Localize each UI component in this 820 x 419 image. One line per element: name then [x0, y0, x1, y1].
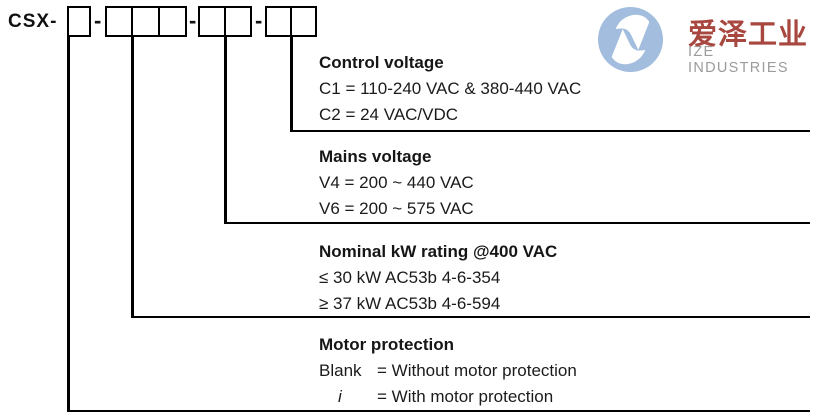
option-line: Blank = Without motor protection	[319, 358, 814, 384]
option-line: C2 = 24 VAC/VDC	[319, 105, 459, 124]
option-code: Blank	[319, 361, 362, 380]
section-title: Motor protection	[319, 335, 455, 354]
code-box-group-mains-voltage	[198, 6, 253, 37]
option-line: V6 = 200 ~ 575 VAC	[319, 199, 474, 218]
code-box-group-control-voltage	[265, 6, 318, 37]
logo-latin-text: IZE INDUSTRIES	[688, 44, 789, 76]
section-mains-voltage: Mains voltage V4 = 200 ~ 440 VAC V6 = 20…	[319, 144, 814, 222]
section-motor-protection: Motor protection Blank = Without motor pr…	[319, 332, 814, 410]
code-box	[157, 6, 187, 37]
connector-control-voltage	[290, 36, 293, 131]
ize-logo-icon	[598, 7, 663, 72]
code-box	[67, 6, 91, 37]
option-desc: = Without motor protection	[377, 361, 577, 380]
code-separator: -	[94, 8, 102, 33]
rule-mains-voltage	[224, 221, 810, 224]
connector-kw-rating	[131, 36, 134, 318]
section-control-voltage: Control voltage C1 = 110-240 VAC & 380-4…	[319, 50, 814, 128]
connector-motor-protection	[67, 36, 70, 412]
code-box	[223, 6, 253, 37]
section-title: Nominal kW rating @400 VAC	[319, 242, 558, 261]
option-line: ≤ 30 kW AC53b 4-6-354	[319, 268, 501, 287]
code-box	[131, 6, 161, 37]
code-box	[289, 6, 318, 37]
code-box	[265, 6, 293, 37]
option-desc: = With motor protection	[377, 387, 554, 406]
option-line: i = With motor protection	[319, 384, 814, 410]
option-line: V4 = 200 ~ 440 VAC	[319, 173, 474, 192]
code-box	[198, 6, 227, 37]
code-box-group-kw-rating	[105, 6, 187, 37]
option-line: C1 = 110-240 VAC & 380-440 VAC	[319, 79, 582, 98]
part-prefix: CSX-	[8, 11, 58, 32]
section-nominal-kw-rating: Nominal kW rating @400 VAC ≤ 30 kW AC53b…	[319, 239, 814, 317]
option-code: i	[338, 387, 342, 406]
section-title: Control voltage	[319, 53, 444, 72]
section-title: Mains voltage	[319, 147, 432, 166]
rule-motor-protection	[67, 409, 810, 412]
code-box	[105, 6, 134, 37]
rule-control-voltage	[290, 129, 810, 132]
option-line: ≥ 37 kW AC53b 4-6-594	[319, 294, 501, 313]
connector-mains-voltage	[224, 36, 227, 224]
rule-kw-rating	[131, 315, 810, 318]
code-separator: -	[189, 8, 197, 33]
logo-chinese-text: 爱泽工业	[688, 19, 809, 51]
code-separator: -	[255, 8, 263, 33]
code-box-group-motor-protection	[67, 6, 91, 37]
